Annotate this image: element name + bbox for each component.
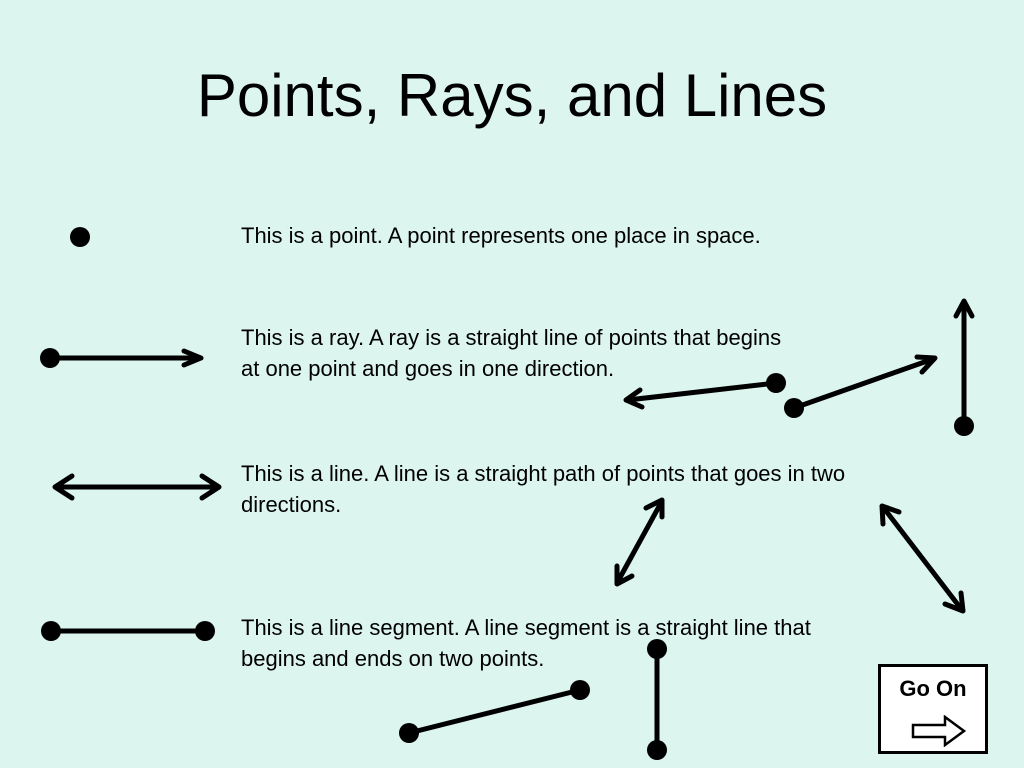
point-description: This is a point. A point represents one … [241, 220, 761, 251]
ray-left-example [623, 373, 786, 410]
right-arrow-icon [911, 715, 967, 747]
line-description: This is a line. A line is a straight pat… [241, 458, 845, 520]
ray-example [40, 348, 204, 368]
ray-description: This is a ray. A ray is a straight line … [241, 322, 781, 384]
line-example [52, 473, 222, 501]
ray-diagonal-example [784, 354, 938, 418]
line-diagonal-example [614, 497, 665, 587]
line-diagonal-example [879, 503, 966, 614]
point-description-line: This is a point. A point represents one … [241, 223, 761, 248]
go-on-label: Go On [899, 676, 967, 701]
segment-diagonal-example [399, 680, 590, 743]
ray-description-line: at one point and goes in one direction. [241, 356, 615, 381]
point-example-dot [70, 227, 90, 247]
segment-description-line: begins and ends on two points. [241, 646, 545, 671]
line-description-line: directions. [241, 492, 342, 517]
ray-vertical-example [953, 298, 975, 436]
segment-description-line: This is a line segment. A line segment i… [241, 615, 811, 640]
segment-description: This is a line segment. A line segment i… [241, 612, 811, 674]
segment-example [41, 621, 215, 641]
go-on-button[interactable]: Go On [878, 664, 988, 754]
ray-description-line: This is a ray. A ray is a straight line … [241, 325, 782, 350]
line-description-line: This is a line. A line is a straight pat… [241, 461, 846, 486]
page-title: Points, Rays, and Lines [196, 62, 828, 129]
segment-vertical-example [647, 639, 667, 760]
